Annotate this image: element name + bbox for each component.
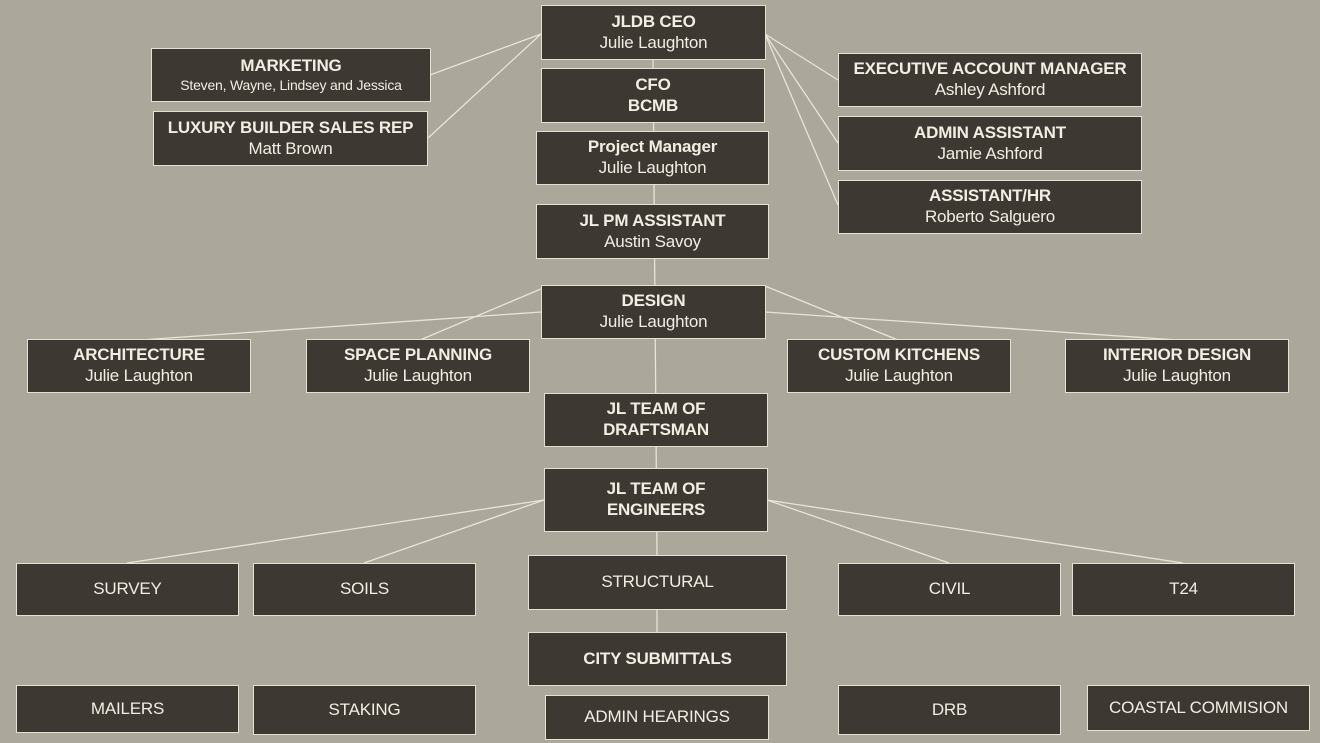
node-title: JL PM ASSISTANT	[579, 210, 726, 230]
node-person: ENGINEERS	[606, 500, 706, 519]
node-pm-assistant: JL PM ASSISTANT Austin Savoy	[536, 204, 769, 259]
node-person: BCMB	[627, 95, 679, 115]
node-interior-design: INTERIOR DESIGN Julie Laughton	[1065, 339, 1289, 393]
node-person: Julie Laughton	[85, 366, 193, 385]
node-person: Julie Laughton	[598, 158, 707, 177]
node-title: T24	[1169, 579, 1198, 599]
node-title: ARCHITECTURE	[73, 345, 205, 365]
node-title: ADMIN ASSISTANT	[914, 122, 1066, 142]
node-person: Julie Laughton	[845, 366, 953, 385]
node-title: EXECUTIVE ACCOUNT MANAGER	[853, 59, 1127, 79]
node-drb: DRB	[838, 685, 1061, 735]
node-title: JL TEAM OF	[606, 399, 706, 419]
link-ceo-luxury-rep	[427, 33, 542, 139]
node-title: CUSTOM KITCHENS	[818, 345, 980, 365]
node-title: SURVEY	[93, 579, 162, 599]
node-person: Julie Laughton	[599, 312, 708, 331]
node-marketing: MARKETING Steven, Wayne, Lindsey and Jes…	[151, 48, 431, 102]
node-person: Julie Laughton	[364, 366, 472, 385]
node-title: JLDB CEO	[611, 11, 696, 31]
node-title: MAILERS	[90, 698, 165, 718]
link-design-interior-design	[764, 311, 1179, 341]
node-title: DESIGN	[621, 291, 686, 311]
link-engineers-t24	[766, 499, 1184, 564]
node-title: INTERIOR DESIGN	[1102, 345, 1252, 365]
node-title: CFO	[635, 74, 671, 94]
node-ceo: JLDB CEO Julie Laughton	[541, 5, 766, 60]
node-person: DRAFTSMAN	[603, 420, 709, 439]
link-engineers-survey	[126, 499, 545, 564]
node-title: CITY SUBMITTALS	[583, 648, 732, 668]
node-title: Project Manager	[587, 137, 718, 157]
node-title: JL TEAM OF	[606, 479, 706, 499]
node-mailers: MAILERS	[16, 685, 239, 733]
node-assistant-hr: ASSISTANT/HR Roberto Salguero	[838, 180, 1142, 234]
node-draftsman: JL TEAM OF DRAFTSMAN	[544, 393, 768, 447]
node-t24: T24	[1072, 563, 1295, 616]
node-coastal-commision: COASTAL COMMISION	[1087, 685, 1310, 731]
link-design-architecture	[139, 311, 542, 341]
node-staking: STAKING	[253, 685, 476, 735]
node-soils: SOILS	[253, 563, 476, 616]
node-person: Ashley Ashford	[934, 80, 1046, 99]
link-design-space-planning	[419, 285, 549, 341]
node-executive-account-manager: EXECUTIVE ACCOUNT MANAGER Ashley Ashford	[838, 53, 1142, 107]
link-ceo-exec-manager	[764, 33, 839, 81]
link-ceo-admin-assistant	[764, 33, 839, 144]
node-civil: CIVIL	[838, 563, 1061, 616]
node-project-manager: Project Manager Julie Laughton	[536, 131, 769, 185]
node-person: Julie Laughton	[599, 32, 708, 52]
node-title: SPACE PLANNING	[343, 345, 492, 365]
node-engineers: JL TEAM OF ENGINEERS	[544, 468, 768, 532]
node-person: Jamie Ashford	[937, 143, 1043, 163]
node-cfo: CFO BCMB	[541, 68, 765, 123]
node-admin-assistant: ADMIN ASSISTANT Jamie Ashford	[838, 116, 1142, 171]
node-title: CIVIL	[928, 579, 971, 599]
link-engineers-soils	[363, 499, 545, 564]
link-ceo-assistant-hr	[764, 33, 839, 206]
node-title: LUXURY BUILDER SALES REP	[167, 117, 414, 137]
node-person: Julie Laughton	[1123, 366, 1231, 385]
node-city-submittals: CITY SUBMITTALS	[528, 632, 787, 686]
link-ceo-marketing	[429, 33, 542, 76]
node-custom-kitchens: CUSTOM KITCHENS Julie Laughton	[787, 339, 1011, 393]
link-engineers-civil	[766, 499, 950, 564]
node-space-planning: SPACE PLANNING Julie Laughton	[306, 339, 530, 393]
node-design: DESIGN Julie Laughton	[541, 285, 766, 339]
node-survey: SURVEY	[16, 563, 239, 616]
node-title: DRB	[931, 699, 968, 719]
node-title: SOILS	[339, 579, 390, 599]
node-person: Steven, Wayne, Lindsey and Jessica	[180, 76, 402, 93]
node-title: STAKING	[328, 699, 401, 719]
node-architecture: ARCHITECTURE Julie Laughton	[27, 339, 251, 393]
node-admin-hearings: ADMIN HEARINGS	[545, 695, 769, 740]
node-title: COASTAL COMMISION	[1109, 697, 1288, 717]
node-structural: STRUCTURAL	[528, 555, 787, 610]
node-title: ADMIN HEARINGS	[584, 707, 730, 727]
node-title: STRUCTURAL	[601, 572, 714, 592]
node-person: Matt Brown	[248, 138, 333, 158]
node-luxury-builder-sales-rep: LUXURY BUILDER SALES REP Matt Brown	[153, 111, 428, 166]
node-person: Austin Savoy	[604, 231, 701, 251]
node-person: Roberto Salguero	[924, 207, 1056, 226]
link-design-custom-kitchens	[764, 285, 899, 341]
node-title: MARKETING	[240, 56, 342, 76]
node-title: ASSISTANT/HR	[929, 186, 1051, 206]
